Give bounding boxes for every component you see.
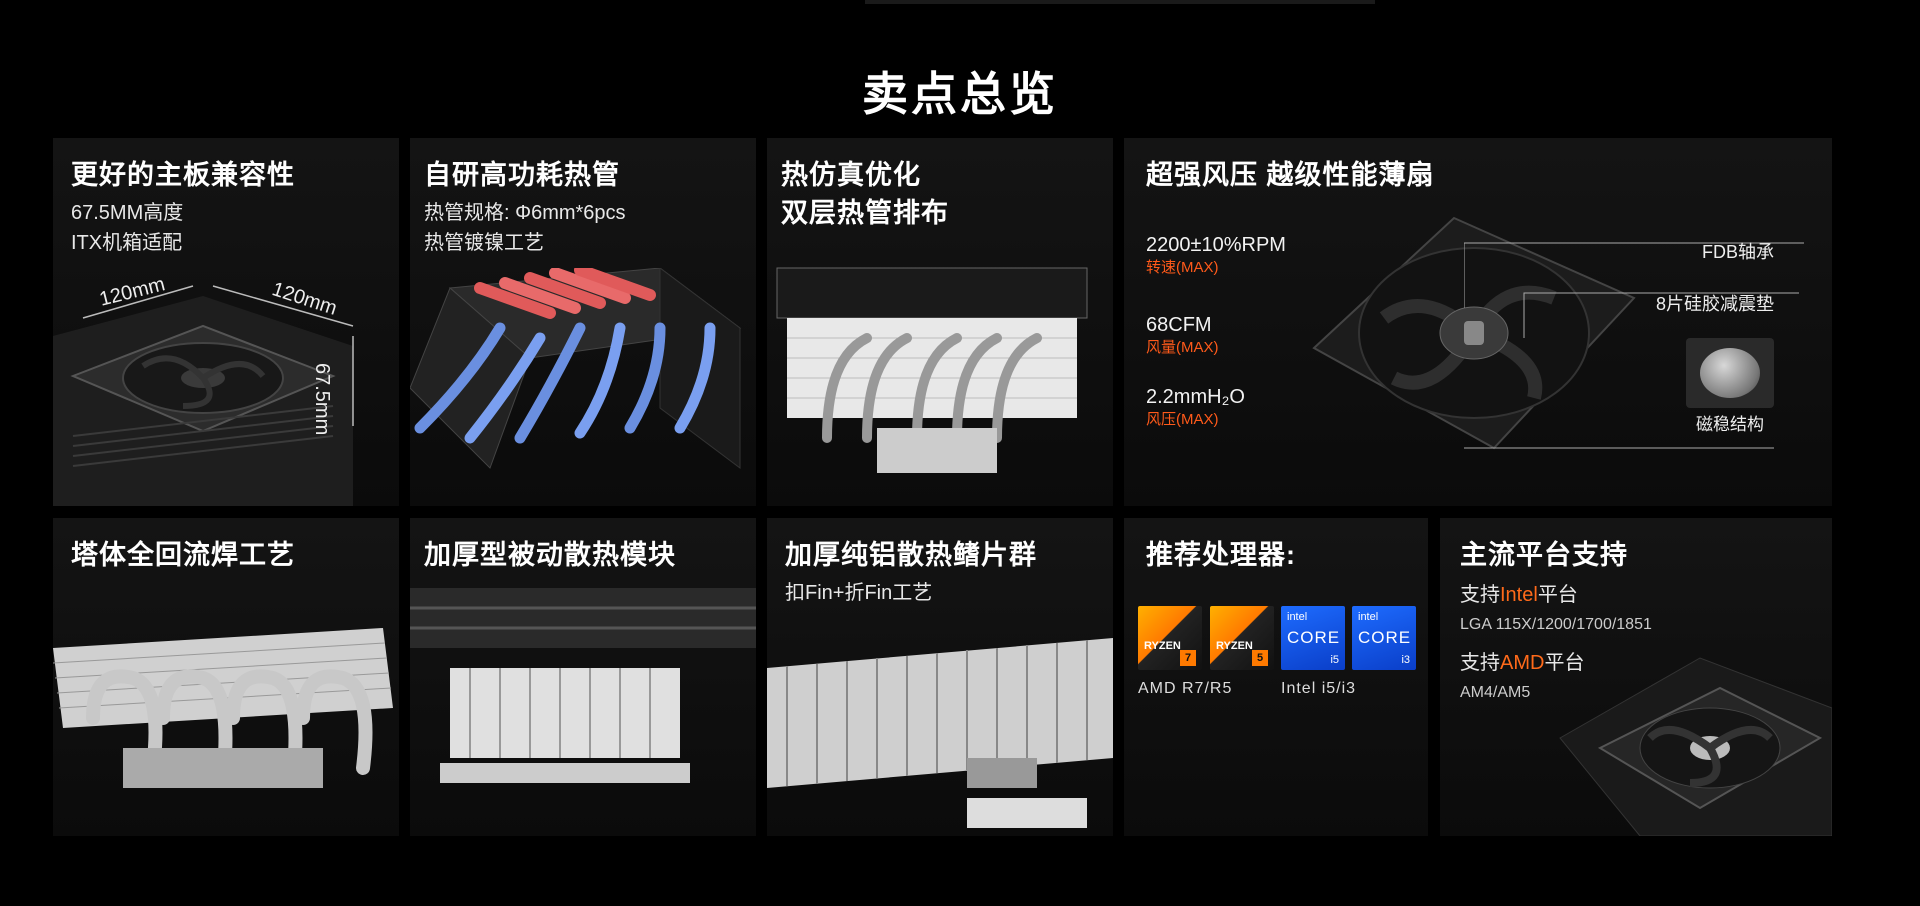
intel-cpu-label: Intel i5/i3 xyxy=(1281,680,1357,697)
platform-cooler-illustration xyxy=(1559,657,1832,836)
fan-callout-lines xyxy=(1464,242,1804,449)
spec-airflow-label: 风量(MAX) xyxy=(1146,339,1219,356)
fin-stack-illustration xyxy=(767,638,1113,828)
card-title: 加厚型被动散热模块 xyxy=(424,540,676,570)
dual-heatpipe-illustration xyxy=(776,267,1088,473)
intel-socket-list: LGA 115X/1200/1700/1851 xyxy=(1460,616,1652,633)
card-title: 塔体全回流焊工艺 xyxy=(71,540,295,570)
card-title: 推荐处理器: xyxy=(1146,540,1296,570)
intel-core-i5-chip: intel CORE i5 xyxy=(1281,606,1345,670)
amd-ryzen-7-chip: RYZEN 7 xyxy=(1138,606,1202,670)
card-fan-performance: 超强风压 越级性能薄扇 2200±10%RPM 转速(MAX) 68CFM 风量… xyxy=(1124,138,1832,506)
card-title: 加厚纯铝散热鳍片群 xyxy=(785,540,1037,570)
reflow-tower-illustration xyxy=(53,628,393,788)
heatpipe-illustration xyxy=(410,268,742,469)
card-heatpipe: 自研高功耗热管 热管规格: Φ6mm*6pcs 热管镀镍工艺 xyxy=(410,138,756,506)
spec-pressure-label: 风压(MAX) xyxy=(1146,411,1219,428)
card-thermal-sim: 热仿真优化 双层热管排布 xyxy=(767,138,1113,506)
passive-module-illustration xyxy=(410,588,756,783)
intel-core-i3-chip: intel CORE i3 xyxy=(1352,606,1416,670)
spec-pressure: 2.2mmH₂O 风压(MAX) xyxy=(1146,384,1245,430)
card-reflow: 塔体全回流焊工艺 xyxy=(53,518,399,836)
card-sub-fin-process: 扣Fin+折Fin工艺 xyxy=(785,582,933,604)
spec-airflow-value: 68CFM xyxy=(1146,314,1212,336)
fan-illustration xyxy=(1312,216,1636,450)
card-title: 主流平台支持 xyxy=(1460,540,1628,570)
card-title-line1: 热仿真优化 xyxy=(781,160,921,190)
callout-silicone-pads: 8片硅胶减震垫 xyxy=(1655,294,1774,314)
card-sub-spec: 热管规格: Φ6mm*6pcs xyxy=(424,202,626,224)
spec-rpm-label: 转速(MAX) xyxy=(1146,259,1219,276)
dimension-height-label: 67.5mm xyxy=(311,363,333,436)
card-sub-itx: ITX机箱适配 xyxy=(71,232,183,254)
amd-socket-list: AM4/AM5 xyxy=(1460,684,1531,701)
top-edge-strip xyxy=(865,0,1375,4)
page-title: 卖点总览 xyxy=(862,68,1058,120)
magnet-thumbnail xyxy=(1686,338,1774,408)
cooler-top-illustration xyxy=(53,285,354,506)
card-title: 自研高功耗热管 xyxy=(424,160,620,190)
card-title: 超强风压 越级性能薄扇 xyxy=(1146,160,1435,190)
card-aluminum-fins: 加厚纯铝散热鳍片群 扣Fin+折Fin工艺 xyxy=(767,518,1113,836)
amd-cpu-label: AMD R7/R5 xyxy=(1138,680,1233,697)
callout-fdb-bearing: FDB轴承 xyxy=(1702,242,1774,262)
spec-rpm: 2200±10%RPM 转速(MAX) xyxy=(1146,232,1286,278)
amd-ryzen-5-chip: RYZEN 5 xyxy=(1210,606,1274,670)
card-sub-height: 67.5MM高度 xyxy=(71,202,184,224)
card-platform-support: 主流平台支持 支持Intel平台 LGA 115X/1200/1700/1851… xyxy=(1440,518,1832,836)
card-board-compat: 更好的主板兼容性 67.5MM高度 ITX机箱适配 120mm 120mm 67… xyxy=(53,138,399,506)
card-title-line2: 双层热管排布 xyxy=(781,198,949,228)
card-sub-plating: 热管镀镍工艺 xyxy=(424,232,544,254)
intel-platform-line: 支持Intel平台 xyxy=(1460,584,1578,606)
card-title: 更好的主板兼容性 xyxy=(71,160,295,190)
callout-magnetic-structure: 磁稳结构 xyxy=(1696,415,1764,434)
spec-pressure-value: 2.2mmH₂O xyxy=(1146,386,1245,408)
amd-platform-line: 支持AMD平台 xyxy=(1460,652,1585,674)
spec-airflow: 68CFM 风量(MAX) xyxy=(1146,312,1219,358)
card-passive-module: 加厚型被动散热模块 xyxy=(410,518,756,836)
spec-rpm-value: 2200±10%RPM xyxy=(1146,234,1286,256)
card-recommended-cpu: 推荐处理器: RYZEN 7 RYZEN 5 intel CORE i5 int… xyxy=(1124,518,1428,836)
